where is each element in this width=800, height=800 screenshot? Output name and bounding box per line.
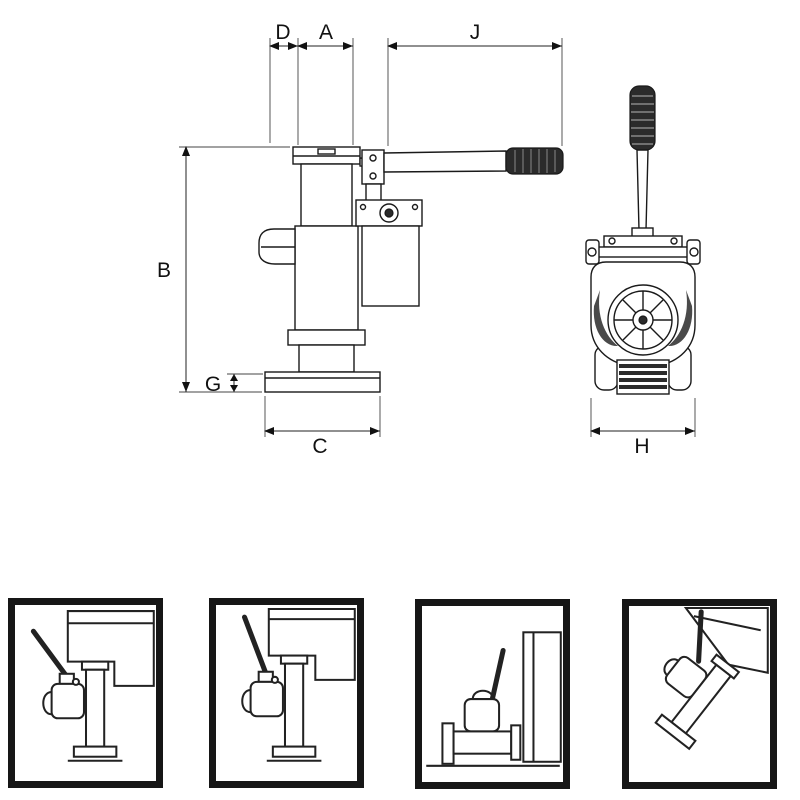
lifting-toe xyxy=(258,228,296,265)
machine-block xyxy=(267,608,356,681)
dim-label-g: G xyxy=(205,373,221,396)
pump-unit xyxy=(355,149,423,307)
jack-figure xyxy=(30,628,123,762)
technical-drawing: D A J B G C H xyxy=(157,21,701,458)
dim-label-j: J xyxy=(470,21,481,44)
handle-grip xyxy=(505,147,564,175)
front-wheel xyxy=(607,284,679,356)
usage-thumbnail-2 xyxy=(209,598,364,788)
machine-block xyxy=(683,607,769,674)
jack-under-machine-raised-illustration xyxy=(241,608,356,762)
dimension-lines: D A J B G C H xyxy=(157,21,696,458)
front-handle-grip xyxy=(629,85,656,151)
jack-under-machine-low-illustration xyxy=(30,610,155,762)
dim-label-c: C xyxy=(312,435,327,458)
front-view-drawing xyxy=(585,85,701,395)
machine-block xyxy=(522,631,562,763)
machine-block xyxy=(66,610,155,687)
front-handle-shaft xyxy=(636,149,649,231)
jack-base xyxy=(264,329,381,393)
jack-figure xyxy=(241,614,322,762)
jack-horizontal-use-illustration xyxy=(426,631,562,767)
jack-figure xyxy=(654,609,741,751)
jack-tilted-use-illustration xyxy=(654,607,769,751)
pump-handle xyxy=(383,147,564,175)
oil-tank xyxy=(361,225,420,307)
dim-label-d: D xyxy=(275,21,290,44)
jack-column xyxy=(294,163,359,331)
dim-label-b: B xyxy=(157,259,171,282)
side-view-drawing xyxy=(258,146,564,393)
front-ribbed-foot xyxy=(616,359,670,395)
lifting-cap xyxy=(292,146,361,165)
jack-figure xyxy=(426,647,560,767)
usage-thumbnail-3 xyxy=(415,599,570,789)
usage-thumbnail-4 xyxy=(622,599,777,789)
front-yoke-assembly xyxy=(585,227,701,265)
usage-thumbnail-1 xyxy=(8,598,163,788)
dim-label-a: A xyxy=(319,21,333,44)
dim-label-h: H xyxy=(634,435,649,458)
